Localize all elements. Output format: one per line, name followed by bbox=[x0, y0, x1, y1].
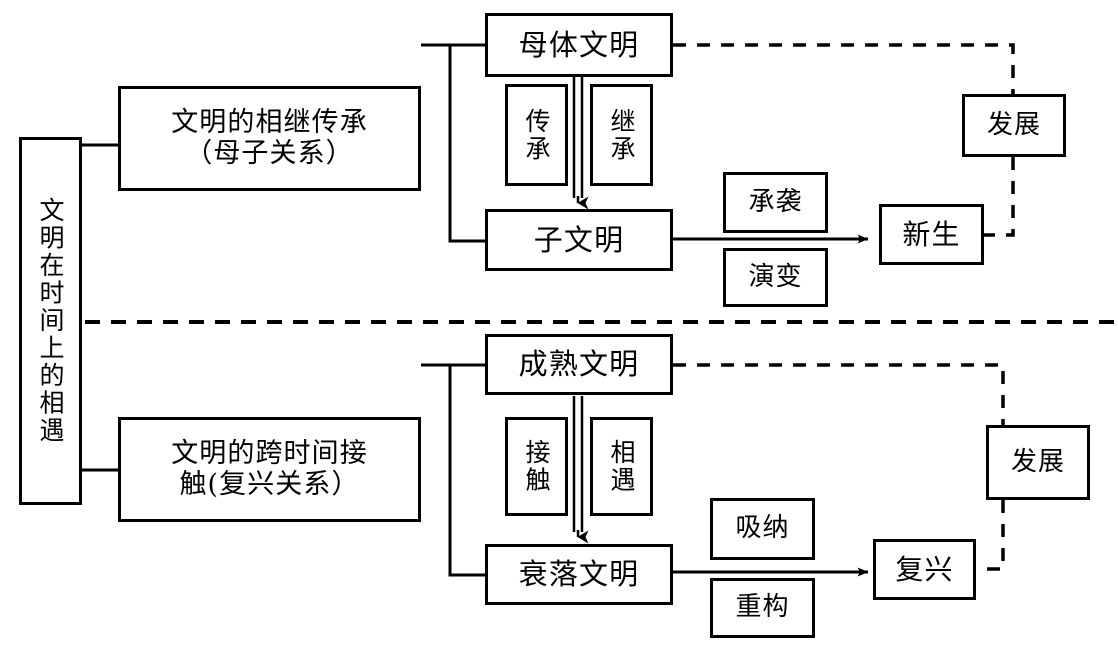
root-node-civilization-encounter[interactable]: 文明在时间上的相遇 bbox=[19, 137, 82, 505]
node-declining-civilization[interactable]: 衰落文明 bbox=[485, 544, 673, 605]
label-node-jicheng[interactable]: 继承 bbox=[590, 84, 653, 186]
dashed-develop-to-rebirth-top bbox=[984, 157, 1015, 237]
label-node-chengxi[interactable]: 承袭 bbox=[723, 172, 828, 233]
label-node-xina[interactable]: 吸纳 bbox=[710, 498, 815, 560]
arrow-mature-to-declining bbox=[572, 396, 589, 544]
node-mature-civilization[interactable]: 成熟文明 bbox=[485, 334, 673, 395]
branch-node-cross-time-contact[interactable]: 文明的跨时间接 触(复兴关系） bbox=[118, 417, 421, 522]
dashed-develop-to-revival-bottom bbox=[976, 500, 1005, 571]
dashed-mature-to-develop-bottom bbox=[673, 363, 1005, 425]
connector-crosstime-bracket bbox=[421, 363, 485, 577]
branch-node-succession[interactable]: 文明的相继传承 （母子关系） bbox=[118, 86, 421, 191]
node-revival[interactable]: 复兴 bbox=[873, 539, 976, 600]
node-rebirth[interactable]: 新生 bbox=[879, 204, 984, 265]
dashed-parent-to-develop-top bbox=[673, 43, 1015, 94]
label-node-chuancheng[interactable]: 传承 bbox=[505, 84, 568, 186]
label-node-xiangyu[interactable]: 相遇 bbox=[590, 417, 653, 516]
node-child-civilization[interactable]: 子文明 bbox=[485, 209, 673, 271]
label-node-jiechu[interactable]: 接触 bbox=[505, 417, 568, 516]
node-parent-civilization[interactable]: 母体文明 bbox=[485, 13, 673, 77]
node-development-bottom[interactable]: 发展 bbox=[986, 425, 1090, 500]
arrow-parent-to-child bbox=[572, 77, 589, 210]
label-node-yanbian[interactable]: 演变 bbox=[723, 248, 828, 307]
label-node-chonggou[interactable]: 重构 bbox=[710, 578, 815, 638]
node-development-top[interactable]: 发展 bbox=[962, 94, 1066, 157]
connector-succession-bracket bbox=[421, 43, 485, 243]
